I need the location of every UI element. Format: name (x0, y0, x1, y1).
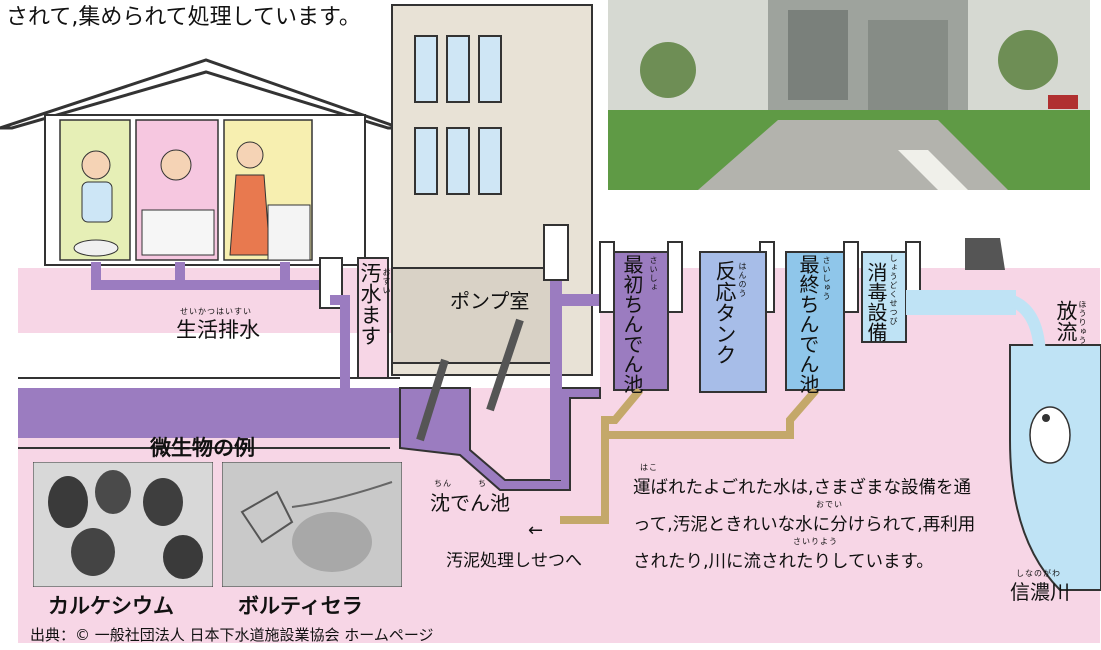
manhole-label: 汚水ます (358, 262, 382, 346)
carchesium-photo (33, 462, 213, 587)
manhole-ruby: おすい (382, 268, 391, 295)
settling-pond-ruby-2: ち (478, 479, 487, 488)
household-drain-label: 生活排水 (176, 318, 260, 342)
building-windows (414, 35, 502, 195)
outflow-channel (906, 290, 1016, 315)
person-toilet (81, 150, 111, 180)
settling-pond-ruby-1: ちん (434, 479, 452, 488)
main-sewer (18, 388, 400, 438)
sludge-treatment-label: 汚泥処理しせつへ (446, 551, 582, 571)
hakobu-ruby: はこ (640, 463, 658, 472)
vorticella-caption: ボルティセラ (238, 594, 363, 618)
treatment-plant-photo (608, 0, 1090, 190)
river-ruby: しなのがわ (1016, 569, 1061, 578)
final-tank-label: 最終ちんでん池 (796, 254, 820, 394)
sewer-drop (330, 295, 350, 388)
reaction-tank-label: 反応タンク (713, 260, 737, 365)
reaction-tank-ruby: はんのう (738, 262, 747, 298)
person-bath (160, 149, 192, 181)
discharge-ruby: ほうりゅう (1078, 300, 1087, 345)
reaction-tank (699, 251, 767, 393)
pump-room (391, 267, 561, 364)
microbes-heading: 微生物の例 (150, 436, 255, 460)
manhole-shaft (357, 257, 389, 379)
house-roof (0, 58, 401, 130)
source-credit: 出典：© 一般社団法人 日本下水道施設業協会 ホームページ (30, 626, 434, 644)
fish-icon (1029, 406, 1071, 464)
arrow-label: ← (528, 520, 544, 541)
sairiyou-ruby: さいりよう (793, 537, 838, 546)
intro-text: されて,集められて処理しています。 (6, 5, 361, 30)
explanation-text: 運ばれたよごれた水は,さまざまな設備を通って,汚泥ときれいな水に分けられて,再利… (633, 478, 976, 572)
river-label: 信濃川 (1010, 580, 1070, 604)
household-drain-ruby: せいかつはいすい (180, 307, 252, 316)
primary-tank-ruby: さいしょ (649, 256, 658, 292)
discharge-label: 放流 (1054, 300, 1078, 342)
diagonal-pipes (416, 318, 524, 442)
sludge-lines (560, 387, 820, 524)
person-kitchen (236, 141, 264, 169)
final-tank (785, 251, 845, 391)
disinfection-ruby: しょうどくせつび (889, 254, 898, 326)
primary-tank-label: 最初ちんでん池 (620, 254, 644, 394)
odei-ruby: おでい (816, 500, 843, 509)
carchesium-caption: カルケシウム (48, 594, 174, 618)
primary-tank (613, 251, 669, 391)
disinfection-label: 消毒設備 (864, 262, 888, 342)
pump-room-label: ポンプ室 (450, 289, 530, 313)
settling-pond-label: 沈でん池 (430, 491, 510, 515)
final-tank-ruby: さいしゅう (822, 256, 831, 301)
vorticella-photo (222, 462, 402, 587)
settling-pond (399, 387, 601, 491)
river (1009, 344, 1101, 591)
discharge-flow (1007, 294, 1046, 361)
